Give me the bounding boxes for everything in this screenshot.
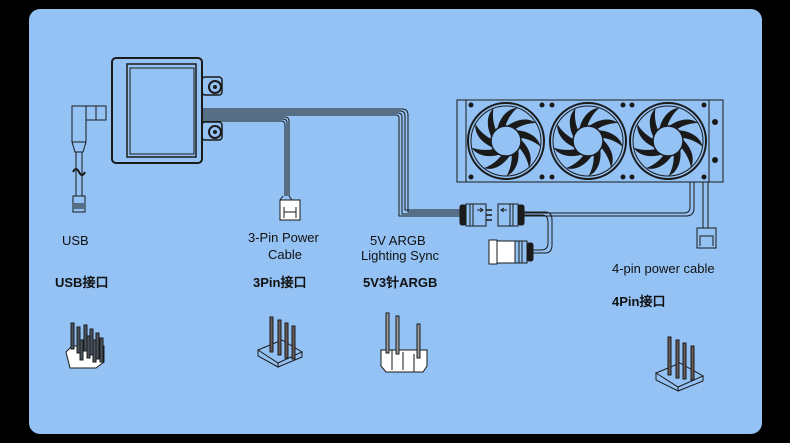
3pin-label-cn: 3Pin接口: [253, 275, 307, 290]
3pin-label-en-1: 3-Pin Power: [248, 230, 319, 245]
3pin-plug: [279, 199, 301, 221]
argb-label-en-2: Lighting Sync: [361, 248, 440, 263]
4pin-header-pins: [654, 336, 705, 392]
4pin-cable: [696, 182, 717, 249]
pump-block: [111, 57, 223, 164]
radiator: [456, 99, 724, 183]
argb-header-pins: [380, 312, 428, 373]
fan-2: [549, 102, 627, 180]
argb-split-cable: [524, 182, 695, 254]
argb-connector: [459, 203, 534, 265]
3pin-label-en-2: Cable: [268, 247, 302, 262]
argb-label-en-1: 5V ARGB: [370, 233, 426, 248]
4pin-label-en: 4-pin power cable: [612, 261, 715, 276]
usb-label-cn: USB接口: [55, 275, 109, 290]
4pin-label-cn: 4Pin接口: [612, 294, 666, 309]
3pin-cable: [202, 116, 293, 201]
usb-cable: [71, 105, 107, 213]
argb-cable: [202, 108, 460, 217]
usb-header-pins: [65, 322, 105, 369]
fan-3: [629, 102, 707, 180]
fan-1: [467, 102, 545, 180]
usb-label-en: USB: [62, 233, 89, 248]
argb-label-cn: 5V3针ARGB: [363, 275, 438, 290]
3pin-header-pins: [256, 316, 304, 368]
